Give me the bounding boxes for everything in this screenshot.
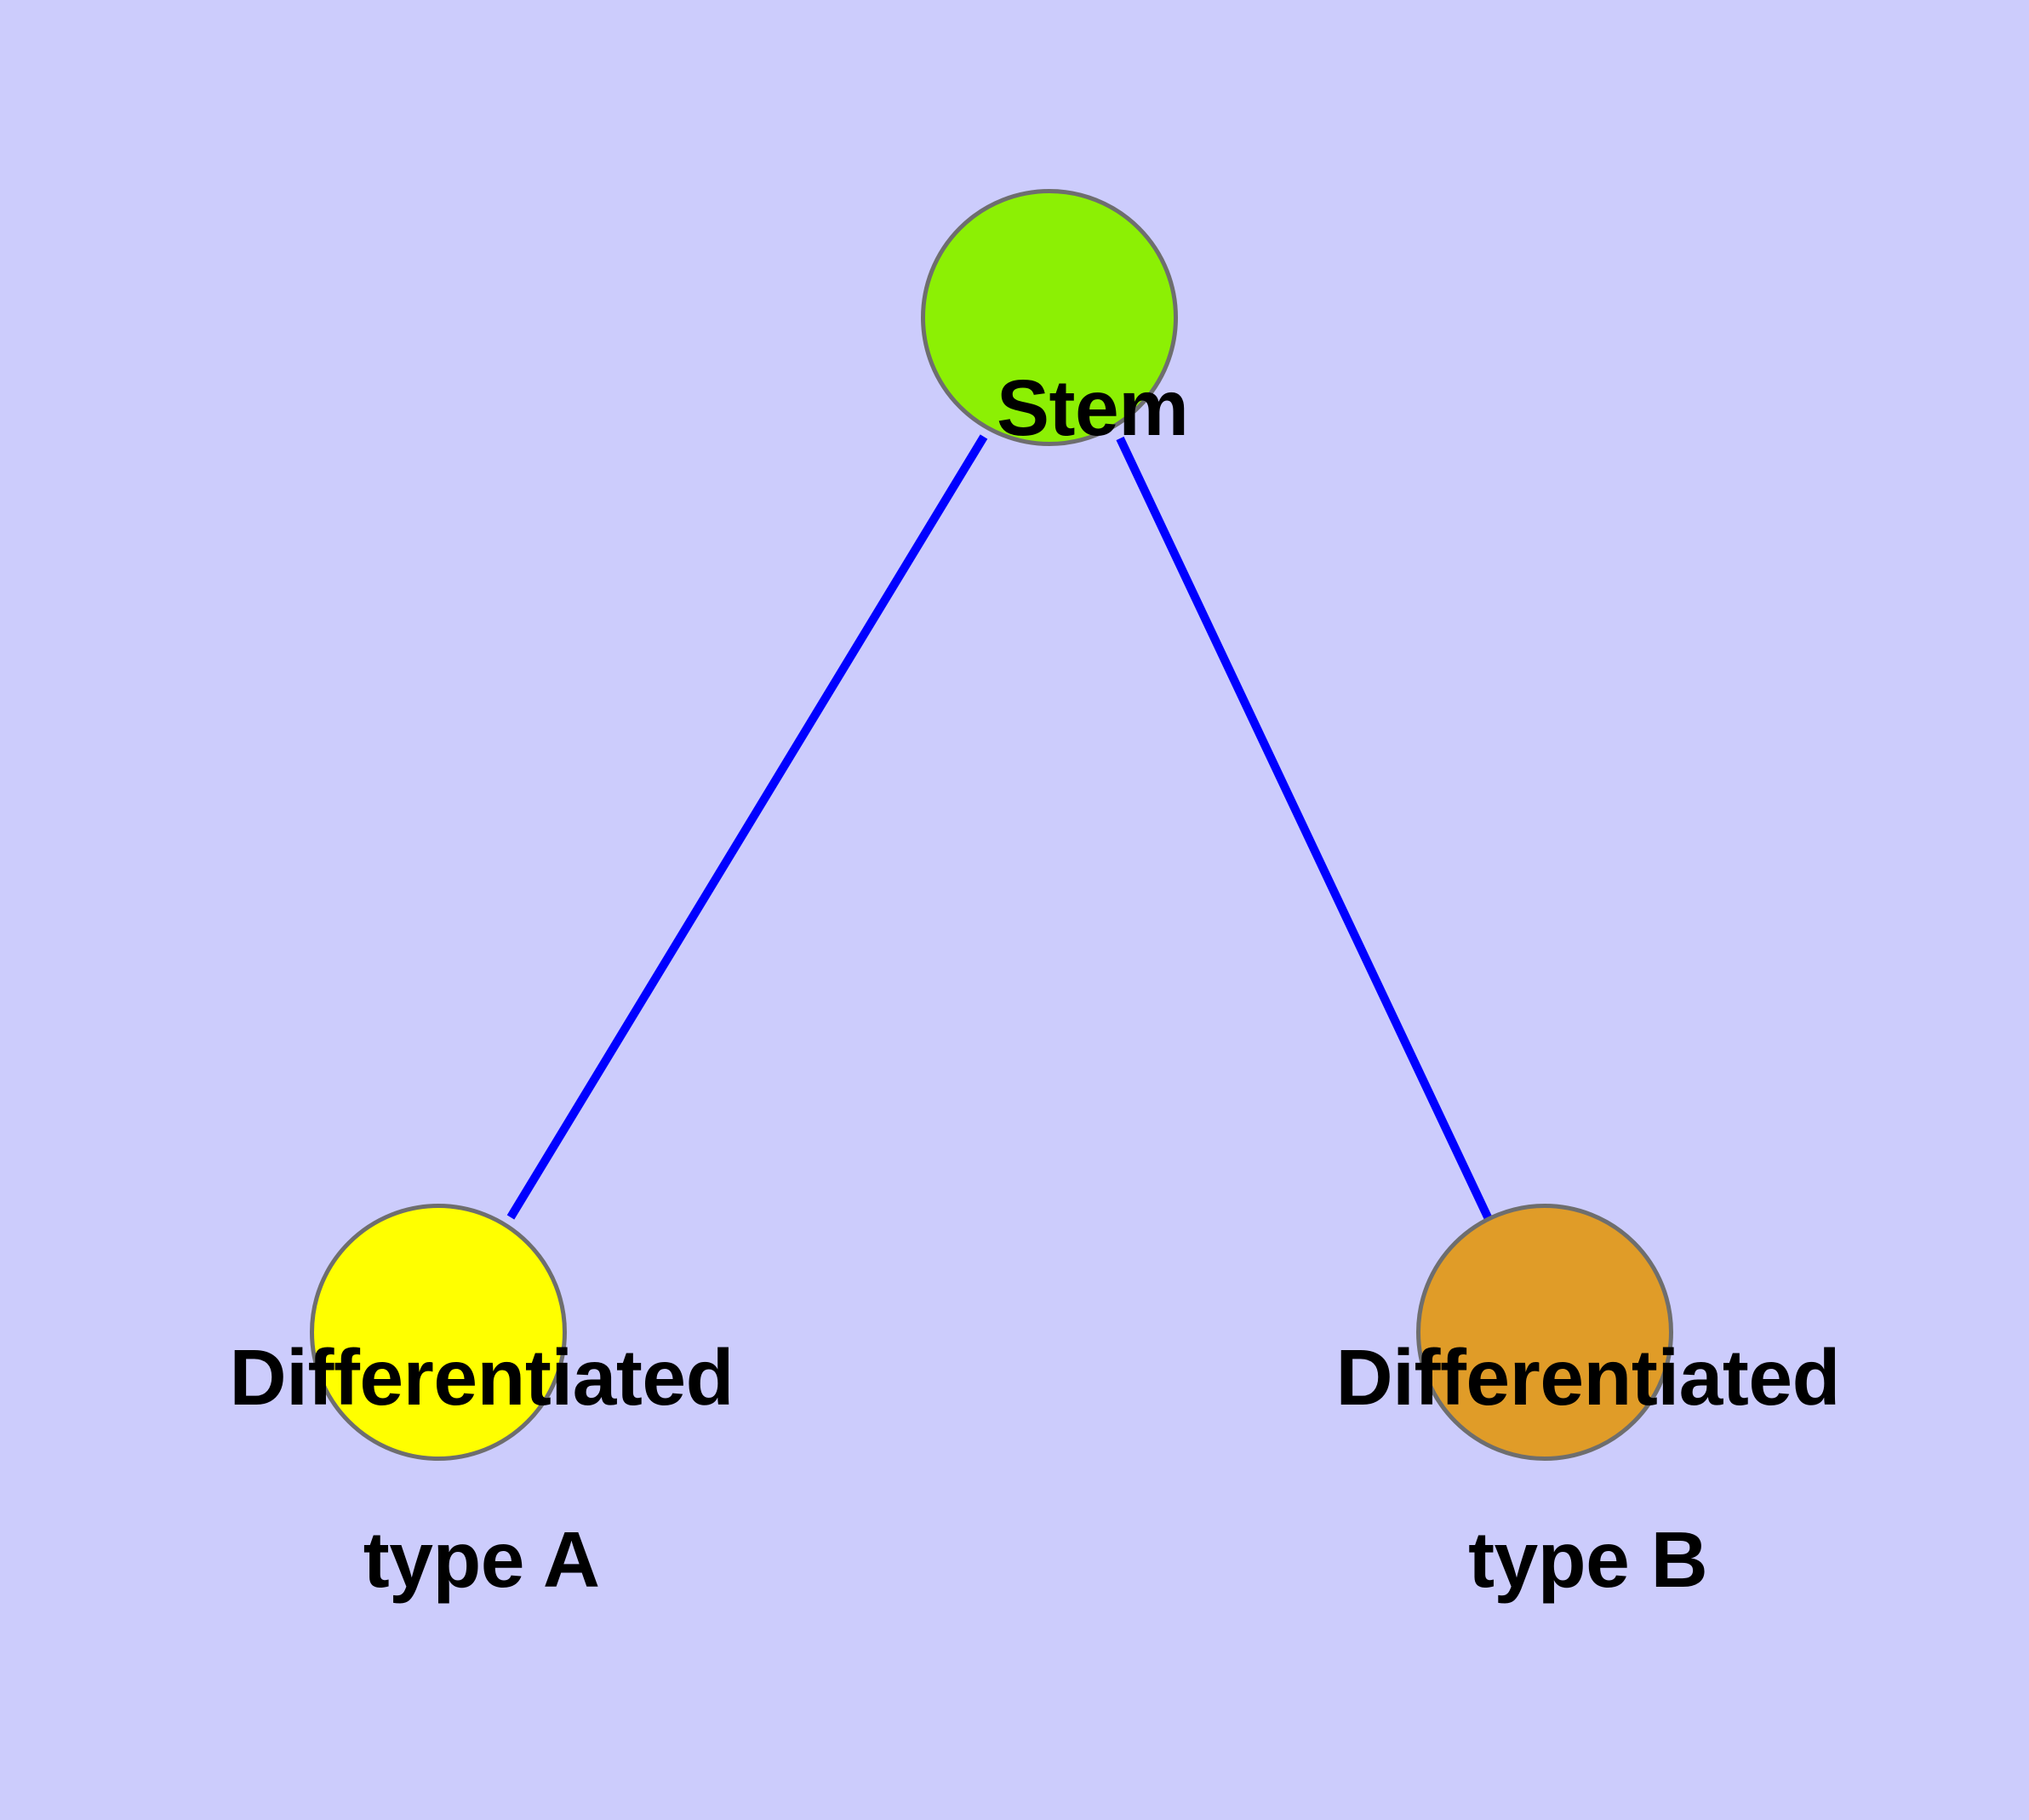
node-stem[interactable] [921,189,1178,446]
edge-stem-to-differentiated-b[interactable] [1116,436,1494,1223]
node-differentiated-type-a[interactable] [310,1204,567,1461]
node-differentiated-type-b[interactable] [1416,1204,1673,1461]
edge-stem-to-differentiated-a[interactable] [506,434,988,1220]
